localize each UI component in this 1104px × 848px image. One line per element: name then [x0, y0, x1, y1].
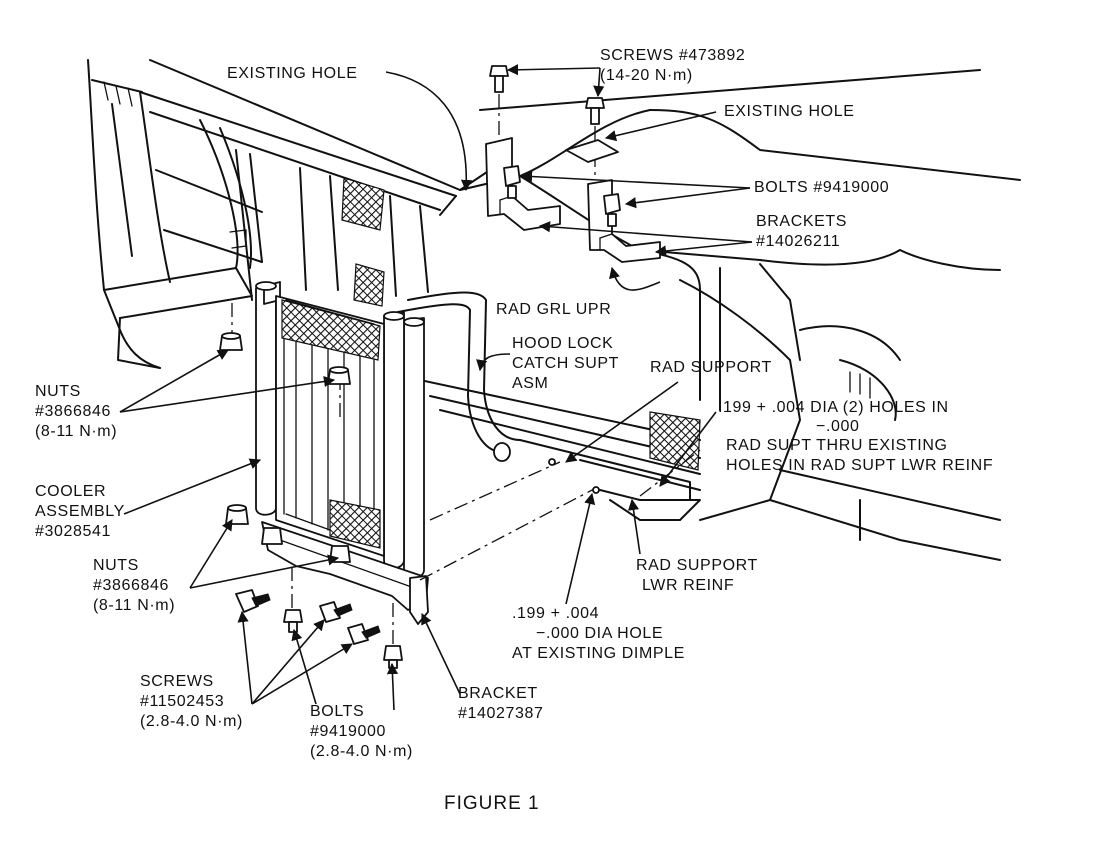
label-brackets-top: BRACKETS#14026211	[756, 213, 848, 250]
label-existing-hole-right: EXISTING HOLE	[724, 103, 855, 120]
label-nuts-upper: NUTS#3866846(8-11 N·m)	[35, 383, 118, 440]
label-bolts-lower: BOLTS#9419000(2.8-4.0 N·m)	[310, 703, 413, 760]
upper-brackets	[485, 65, 661, 263]
label-bolts-top: BOLTS #9419000	[754, 179, 890, 196]
cooler-assembly	[219, 281, 701, 669]
label-rad-support: RAD SUPPORT	[650, 359, 772, 376]
label-bracket-lower: BRACKET#14027387	[458, 685, 544, 722]
label-screws-lower: SCREWS#11502453(2.8-4.0 N·m)	[140, 673, 243, 730]
label-holes-two: .199 + .004 DIA (2) HOLES IN −.000 RAD S…	[718, 399, 994, 474]
label-dia-hole: .199 + .004 −.000 DIA HOLE AT EXISTING D…	[512, 605, 685, 662]
figure-title: FIGURE 1	[444, 793, 540, 814]
label-rad-grl-upr: RAD GRL UPR	[496, 301, 612, 318]
label-screws-top: SCREWS #473892(14-20 N·m)	[600, 47, 746, 84]
label-nuts-lower: NUTS#3866846(8-11 N·m)	[93, 557, 176, 614]
label-existing-hole-left: EXISTING HOLE	[227, 65, 358, 82]
vehicle-front-end	[87, 59, 1021, 561]
leader-lines	[119, 64, 753, 711]
